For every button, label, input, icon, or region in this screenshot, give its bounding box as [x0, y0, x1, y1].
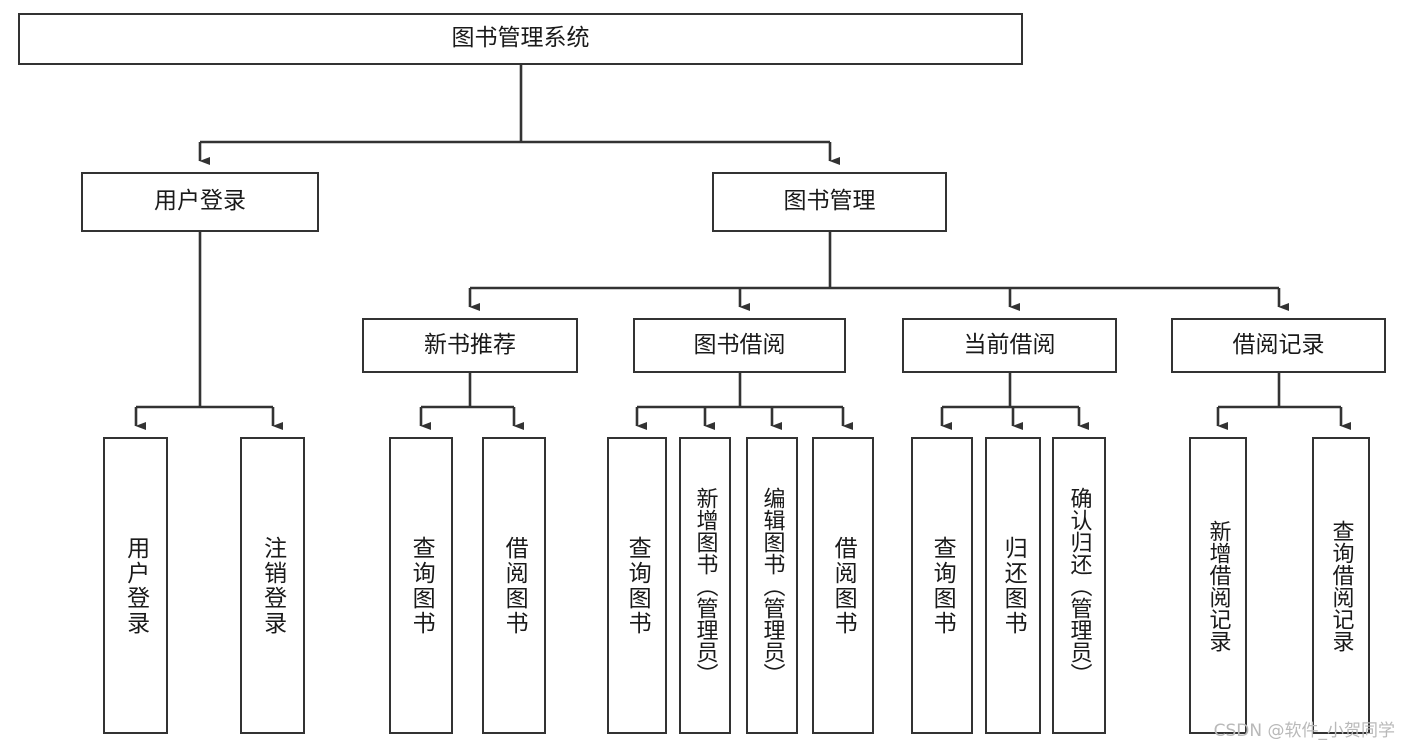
- node-book-borrow[interactable]: 图书借阅: [633, 318, 846, 373]
- node-leaf-add-borrow-record[interactable]: 新增借阅记录: [1189, 437, 1247, 734]
- node-label-leaf-user-login: 用户登录: [122, 535, 149, 636]
- node-label-leaf-confirm-return: 确认归还（管理员）: [1066, 486, 1092, 685]
- node-label-leaf-query-book-1: 查询图书: [408, 535, 435, 636]
- node-new-book-recommend[interactable]: 新书推荐: [362, 318, 578, 373]
- node-leaf-edit-book-admin[interactable]: 编辑图书（管理员）: [746, 437, 798, 734]
- node-label-leaf-query-book-2: 查询图书: [624, 535, 651, 636]
- node-leaf-query-book-3[interactable]: 查询图书: [911, 437, 973, 734]
- node-label-leaf-add-borrow-record: 新增借阅记录: [1205, 519, 1231, 652]
- node-label-book-manage: 图书管理: [783, 188, 876, 215]
- node-label-leaf-logout-login: 注销登录: [259, 535, 286, 636]
- node-leaf-query-borrow-record[interactable]: 查询借阅记录: [1312, 437, 1370, 734]
- node-label-new-book-recommend: 新书推荐: [424, 331, 516, 358]
- watermark-text: CSDN @软件_小贺同学: [1213, 721, 1395, 741]
- node-leaf-return-book[interactable]: 归还图书: [985, 437, 1041, 734]
- node-label-leaf-query-book-3: 查询图书: [929, 535, 956, 636]
- node-root[interactable]: 图书管理系统: [18, 13, 1023, 65]
- node-book-manage[interactable]: 图书管理: [712, 172, 947, 232]
- node-label-leaf-query-borrow-record: 查询借阅记录: [1328, 519, 1354, 652]
- node-leaf-confirm-return[interactable]: 确认归还（管理员）: [1052, 437, 1106, 734]
- node-user-login[interactable]: 用户登录: [81, 172, 319, 232]
- node-label-current-borrow: 当前借阅: [963, 331, 1056, 358]
- node-leaf-user-login[interactable]: 用户登录: [103, 437, 168, 734]
- node-label-root: 图书管理系统: [451, 25, 590, 52]
- node-label-user-login: 用户登录: [154, 188, 246, 215]
- node-label-book-borrow: 图书借阅: [693, 331, 786, 358]
- node-leaf-borrow-book-1[interactable]: 借阅图书: [482, 437, 546, 734]
- node-current-borrow[interactable]: 当前借阅: [902, 318, 1117, 373]
- node-label-leaf-borrow-book-1: 借阅图书: [501, 535, 528, 636]
- node-leaf-logout-login[interactable]: 注销登录: [240, 437, 305, 734]
- node-leaf-add-book-admin[interactable]: 新增图书（管理员）: [679, 437, 731, 734]
- node-label-leaf-borrow-book-2: 借阅图书: [830, 535, 857, 636]
- node-label-leaf-return-book: 归还图书: [1000, 535, 1027, 636]
- node-leaf-query-book-2[interactable]: 查询图书: [607, 437, 667, 734]
- node-leaf-borrow-book-2[interactable]: 借阅图书: [812, 437, 874, 734]
- node-label-borrow-record: 借阅记录: [1232, 331, 1325, 358]
- node-label-leaf-edit-book-admin: 编辑图书（管理员）: [759, 486, 785, 685]
- node-borrow-record[interactable]: 借阅记录: [1171, 318, 1386, 373]
- node-label-leaf-add-book-admin: 新增图书（管理员）: [692, 486, 718, 685]
- node-leaf-query-book-1[interactable]: 查询图书: [389, 437, 453, 734]
